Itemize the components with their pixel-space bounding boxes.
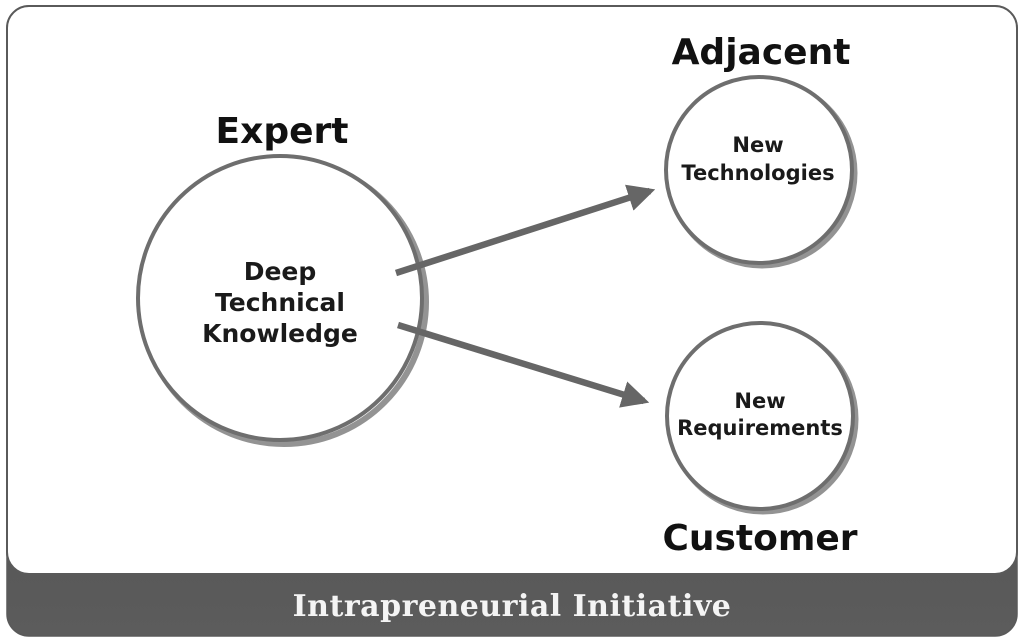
- customer-text-line-2: Requirements: [677, 416, 843, 440]
- expert-text-line-1: Deep: [244, 257, 317, 286]
- arrow-to-adjacent: [395, 184, 656, 277]
- footer-title: Intrapreneurial Initiative: [293, 589, 732, 624]
- expert-circle: [136, 154, 424, 442]
- customer-circle: [665, 321, 855, 511]
- adjacent-text-line-1: New: [732, 133, 783, 157]
- customer-heading: Customer: [662, 518, 857, 559]
- arrow-to-customer: [397, 321, 650, 408]
- adjacent-text-line-2: Technologies: [681, 161, 834, 185]
- adjacent-circle: [664, 75, 854, 265]
- expert-text-line-3: Knowledge: [202, 319, 358, 348]
- customer-text-line-1: New: [734, 389, 785, 413]
- expert-heading: Expert: [216, 111, 349, 152]
- expert-text-line-2: Technical: [215, 288, 345, 317]
- adjacent-heading: Adjacent: [672, 32, 851, 73]
